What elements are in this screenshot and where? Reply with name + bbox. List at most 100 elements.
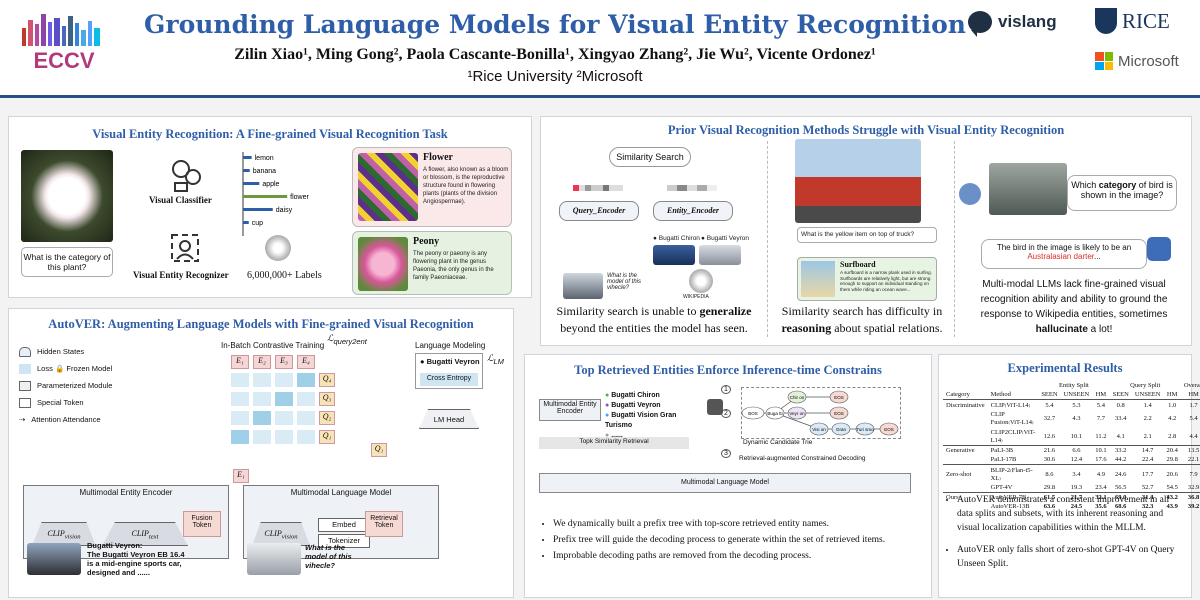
value-cell: 13.5 xyxy=(1180,445,1200,455)
similarity-cell xyxy=(297,411,315,425)
inbatch-label: In-Batch Contrastive Training xyxy=(221,341,325,350)
value-cell: 5.4 xyxy=(1189,415,1198,422)
recognizer-icon xyxy=(171,234,199,262)
method-cell: CLIP₍ViT-L14₎ xyxy=(987,399,1039,410)
trie-node-label: EOS xyxy=(884,427,894,432)
value-cell: 35.6 xyxy=(1095,503,1107,510)
trie-node: BOS xyxy=(741,406,765,420)
value-cell: 10.1 xyxy=(1070,432,1083,440)
windows-grid-icon xyxy=(1095,52,1113,70)
query-embedding xyxy=(573,185,623,191)
value-cell: 1.0 xyxy=(1163,399,1181,410)
results-bullet: AutoVER demonstrates a consistent improv… xyxy=(957,493,1187,535)
similarity-cell xyxy=(253,392,271,406)
caption-generalize-b: beyond the entities the model has seen. xyxy=(560,321,748,335)
loss-symbol: ℒ xyxy=(327,333,334,343)
column-divider-2 xyxy=(954,141,955,337)
caption-hallucinate-bold: hallucinate xyxy=(1035,324,1088,335)
recognizer-label: Visual Entity Recognizer xyxy=(133,270,229,280)
caption-hallucinate-a: Multi-modal LLMs lack fine-grained visua… xyxy=(980,279,1168,320)
sub-header: UNSEEN xyxy=(1131,390,1164,400)
peony-card: Peony The peony or paeony is any floweri… xyxy=(352,231,512,295)
peony-photo xyxy=(21,150,113,242)
value-cell: 10.1 xyxy=(1092,445,1110,455)
similarity-cell xyxy=(231,373,249,387)
veyron-photo-input xyxy=(27,543,81,575)
microsoft-logo-text: Microsoft xyxy=(1118,52,1179,70)
bar-label: lemon xyxy=(255,155,274,162)
legend-label: Parameterized Module xyxy=(37,381,113,390)
retrieved-entity: ● Bugatti Chiron xyxy=(605,392,660,399)
bar xyxy=(243,169,250,172)
value-cell: 12.6 xyxy=(1043,432,1056,440)
similarity-cell xyxy=(297,373,315,387)
legend-item-loss: Loss 🔒 Frozen Model xyxy=(19,360,139,377)
entity-encoder-label: Multimodal Entity Encoder xyxy=(79,488,173,497)
entity-token: E₃ xyxy=(275,355,293,369)
vislang-logo: vislang xyxy=(968,9,1088,37)
trie-label: Dynamic Candidate Trie xyxy=(743,439,813,446)
category-cell: Generative xyxy=(943,445,988,455)
value-cell: 2.8 xyxy=(1168,432,1177,440)
topk-bullets: We dynamically built a prefix tree with … xyxy=(553,519,923,567)
topk-title: Top Retrieved Entities Enforce Inference… xyxy=(574,363,882,377)
truck-photo xyxy=(795,139,921,223)
category-question: What is the category of this plant? xyxy=(21,247,113,277)
retrieved-entity-name: ...... xyxy=(611,432,623,439)
trie-node-label: BOS xyxy=(748,411,758,416)
group-header: Query Split xyxy=(1130,382,1161,389)
bird-answer-b: ... xyxy=(1094,252,1101,261)
legend: Hidden States Loss 🔒 Frozen Model Parame… xyxy=(19,343,139,428)
trie-node-label: Visi on xyxy=(812,427,826,432)
similarity-cell xyxy=(231,392,249,406)
column-divider-1 xyxy=(767,141,768,337)
sub-header: HM xyxy=(1092,390,1110,400)
caption-reasoning: Similarity search has difficulty in reas… xyxy=(773,303,951,337)
bird-question-bold: category xyxy=(1098,180,1137,190)
bird-answer: The bird in the image is likely to be an… xyxy=(981,239,1147,269)
bird-question-a: Which xyxy=(1071,180,1099,190)
trie-node: EOS xyxy=(829,406,849,420)
category-cell xyxy=(943,410,988,427)
sub-header: SEEN xyxy=(1109,390,1132,400)
value-cell: 29.8 xyxy=(1166,456,1178,463)
bar-label: cup xyxy=(252,220,263,227)
value-cell: 23.4 xyxy=(1095,484,1107,491)
similarity-cell xyxy=(253,411,271,425)
retrieved-entity-name: Bugatti Veyron xyxy=(611,402,661,409)
bar xyxy=(243,208,273,211)
value-cell: 63.6 xyxy=(1043,503,1056,510)
value-cell: 44.2 xyxy=(1115,456,1127,463)
bar xyxy=(243,182,260,185)
trie-node: Chir on xyxy=(787,390,807,404)
wikipedia-label: WIKIPEDIA xyxy=(683,294,709,300)
cross-entropy: Cross Entropy xyxy=(420,373,478,386)
clip-vision-text: CLIP xyxy=(47,529,65,538)
value-cell: 21.7 xyxy=(1060,492,1093,502)
bar xyxy=(243,221,249,224)
loss-subscript: query2ent xyxy=(333,336,367,346)
trie-node-label: Veyr on xyxy=(789,411,805,416)
prior-panel: Prior Visual Recognition Methods Struggl… xyxy=(540,116,1192,346)
value-cell: 17.6 xyxy=(1095,456,1107,463)
wikipedia-globe-icon xyxy=(689,269,713,293)
value-cell: 33.2 xyxy=(1109,445,1132,455)
similarity-cell xyxy=(231,411,249,425)
bar-label: banana xyxy=(253,168,276,175)
query-token: Q₄ xyxy=(319,373,335,387)
category-question-text: What is the category of this plant? xyxy=(23,252,111,272)
value-cell: 5.4 xyxy=(1038,399,1061,410)
lm-title: Language Modeling xyxy=(415,341,486,350)
trie-node-label: EOS xyxy=(834,411,844,416)
entity-b-text: Bugatti Veyron xyxy=(706,235,750,242)
similarity-cell xyxy=(253,430,271,444)
retrieved-entity: ● ...... xyxy=(605,432,623,439)
trie-node: Buga tti xyxy=(765,406,785,420)
method-cell: AutoVER-7B xyxy=(987,492,1039,502)
value-cell: 12.4 xyxy=(1070,456,1083,463)
step-3: 3 xyxy=(721,449,731,458)
